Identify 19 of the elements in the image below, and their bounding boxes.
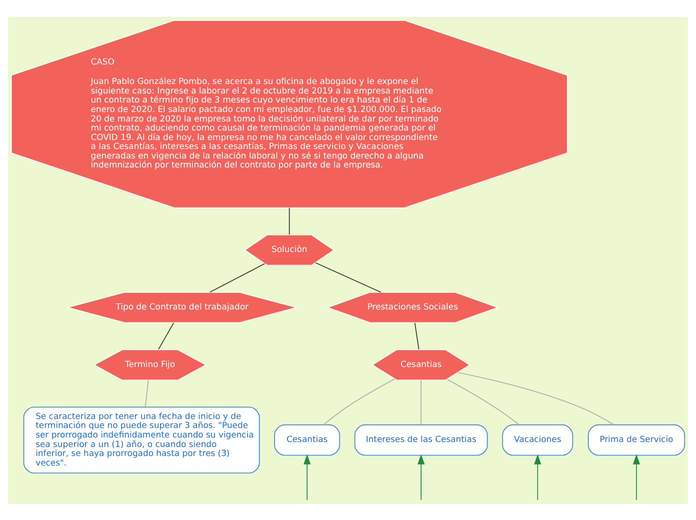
connector [420,379,422,425]
node-box: Cesantias [274,424,340,456]
node-box: Se caracteriza por tener una fecha de inicio y de terminación que no puede superar 3 años. "Puede ser prorrogado indefinidamente cuando su vigencia sea superior a un (1) año, o cuando siendo inferior, se haya prorrogado hasta por tres (3) veces". [23,406,260,473]
arrow [304,454,311,500]
connector [210,262,266,292]
connector [323,378,396,425]
arrow [418,454,425,500]
connector [446,378,520,425]
node-box: Vacaciones [502,424,574,456]
connector [414,322,420,350]
arrow [534,454,542,500]
node-box: Intereses de las Cesantias [354,424,488,456]
connector [144,379,149,408]
arrow [632,454,640,500]
connector [288,206,290,235]
connector [315,262,382,292]
node-box: Prima de Servicio [588,424,685,456]
connector [457,372,615,425]
connector [158,322,174,350]
